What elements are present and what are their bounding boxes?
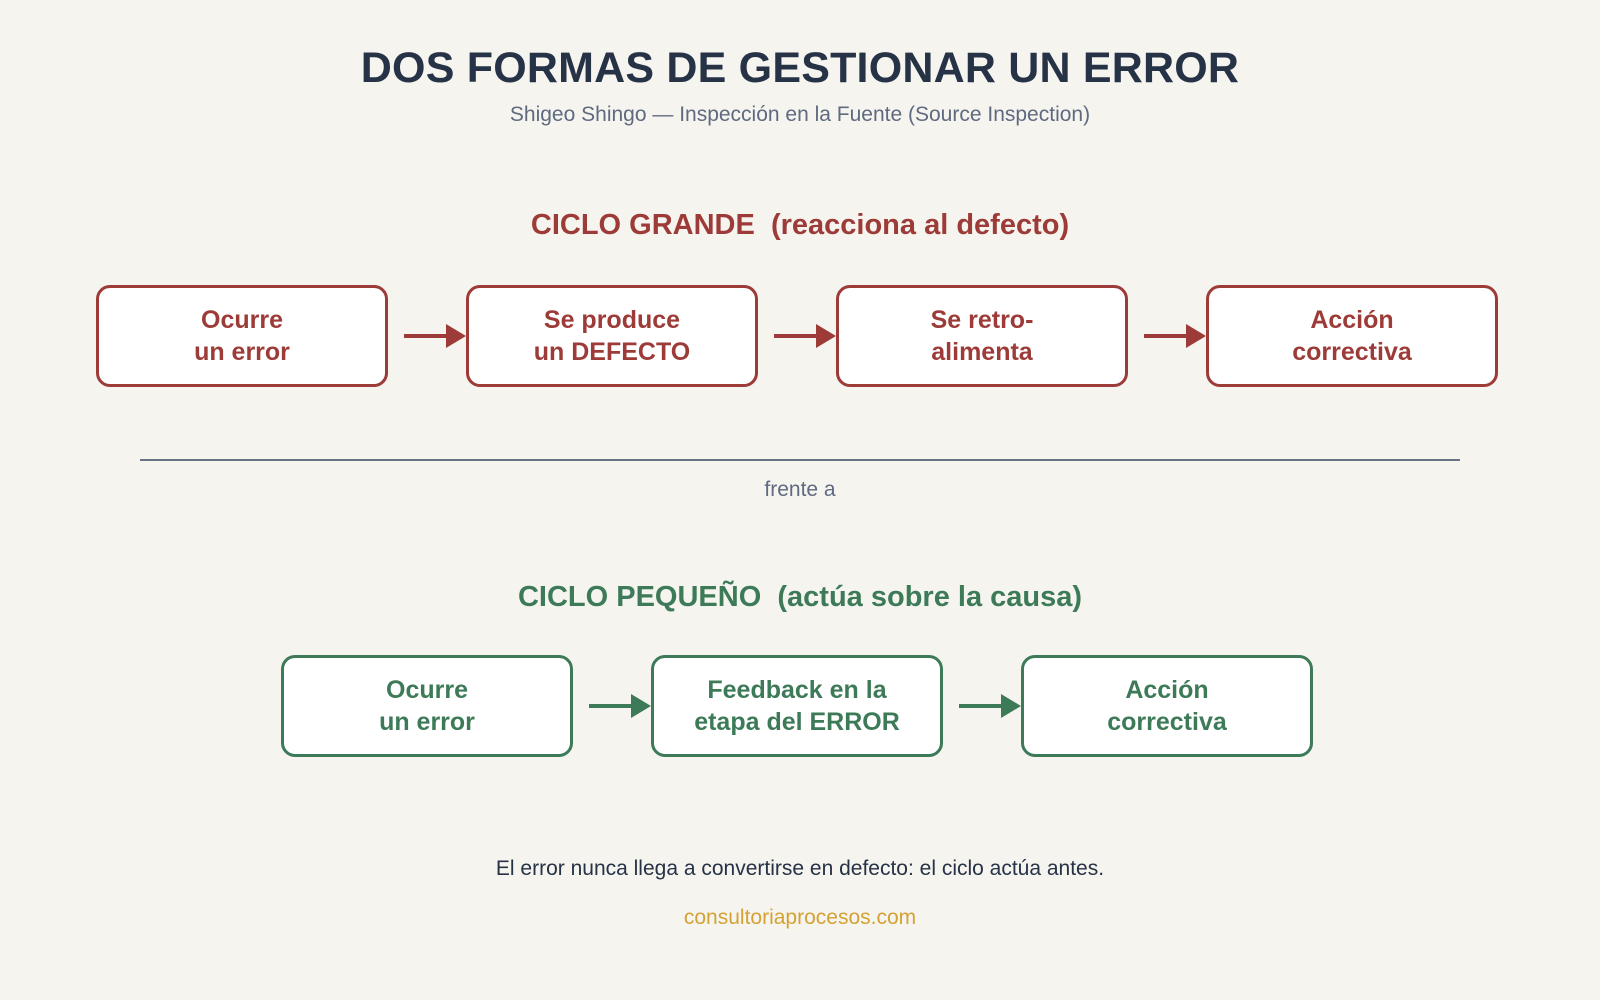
big-cycle-step-corrective-action: Acción correctiva: [1206, 285, 1498, 387]
diagram-subtitle: Shigeo Shingo — Inspección en la Fuente …: [509, 103, 1091, 126]
big-cycle-step-defect: Se produce un DEFECTO: [466, 285, 758, 387]
big-cycle-step-label: Acción correctiva: [1292, 306, 1412, 366]
section-divider: [140, 459, 1460, 461]
website-link[interactable]: consultoriaprocesos.com: [683, 906, 917, 929]
small-cycle-step-error: Ocurre un error: [281, 655, 573, 757]
small-cycle-step-label: Feedback en la etapa del ERROR: [694, 676, 900, 736]
arrow-right-icon: [774, 324, 836, 348]
arrow-right-icon: [1144, 324, 1206, 348]
conclusion-text: El error nunca llega a convertirse en de…: [495, 857, 1105, 880]
small-cycle-step-label: Ocurre un error: [379, 676, 475, 736]
small-cycle-heading: CICLO PEQUEÑO (actúa sobre la causa): [517, 581, 1083, 613]
small-cycle-step-corrective-action: Acción correctiva: [1021, 655, 1313, 757]
big-cycle-heading: CICLO GRANDE (reacciona al defecto): [530, 209, 1070, 241]
big-cycle-step-feedback: Se retro- alimenta: [836, 285, 1128, 387]
big-cycle-step-error: Ocurre un error: [96, 285, 388, 387]
small-cycle-step-feedback: Feedback en la etapa del ERROR: [651, 655, 943, 757]
big-cycle-step-label: Ocurre un error: [194, 306, 290, 366]
arrow-right-icon: [589, 694, 651, 718]
small-cycle-step-label: Acción correctiva: [1107, 676, 1227, 736]
big-cycle-step-label: Se retro- alimenta: [930, 306, 1034, 366]
arrow-right-icon: [959, 694, 1021, 718]
diagram-title: DOS FORMAS DE GESTIONAR UN ERROR: [360, 44, 1240, 92]
arrow-right-icon: [404, 324, 466, 348]
big-cycle-step-label: Se produce un DEFECTO: [533, 306, 691, 366]
separator-label: frente a: [764, 478, 836, 501]
